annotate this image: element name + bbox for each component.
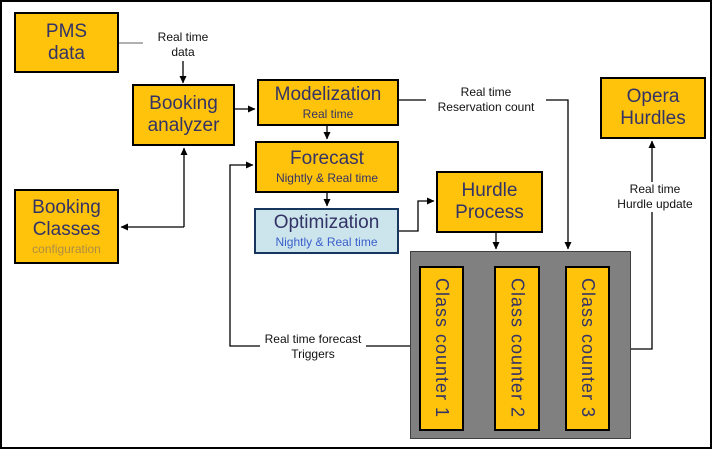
opera-hurdles-label-line2: Hurdles bbox=[620, 108, 686, 129]
label-reservation-count-line2: Reservation count bbox=[437, 100, 535, 114]
box-class-counter-3: Class counter 3 bbox=[565, 266, 610, 431]
box-class-counter-1: Class counter 1 bbox=[419, 266, 464, 431]
box-pms-data: PMS data bbox=[14, 12, 119, 73]
box-forecast: Forecast Nightly & Real time bbox=[255, 141, 399, 193]
arrow-optimization-to-hurdle-process bbox=[399, 197, 435, 232]
box-modelization: Modelization Real time bbox=[257, 79, 399, 126]
label-forecast-triggers-line1: Real time forecast bbox=[264, 332, 362, 346]
box-booking-classes: Booking Classes configuration bbox=[14, 189, 119, 264]
label-real-time-data-line1: Real time bbox=[157, 30, 209, 44]
box-optimization: Optimization Nightly & Real time bbox=[254, 208, 399, 254]
label-hurdle-update-line2: Hurdle update bbox=[617, 197, 693, 211]
modelization-subtitle: Real time bbox=[302, 106, 354, 121]
arrow-counters-to-opera-hurdles bbox=[631, 140, 656, 350]
booking-classes-subtitle: configuration bbox=[32, 241, 101, 256]
label-forecast-triggers: Real time forecast Triggers bbox=[260, 332, 366, 362]
hurdle-process-label-line2: Process bbox=[455, 202, 524, 223]
box-booking-analyzer: Booking analyzer bbox=[132, 84, 235, 146]
label-forecast-triggers-line2: Triggers bbox=[291, 347, 335, 361]
box-hurdle-process: Hurdle Process bbox=[436, 171, 543, 233]
booking-classes-label-line2: Classes bbox=[32, 218, 101, 240]
class-counter-2-label: Class counter 2 bbox=[507, 278, 528, 419]
label-hurdle-update-line1: Real time bbox=[629, 182, 681, 196]
opera-hurdles-label-line1: Opera bbox=[626, 86, 680, 108]
booking-analyzer-label-line2: analyzer bbox=[147, 115, 220, 136]
forecast-title: Forecast bbox=[290, 148, 364, 170]
label-reservation-count-line1: Real time bbox=[460, 85, 512, 99]
optimization-subtitle: Nightly & Real time bbox=[275, 235, 378, 250]
label-reservation-count: Real time Reservation count bbox=[426, 85, 546, 115]
pms-data-label-line2: data bbox=[48, 42, 85, 64]
label-real-time-data-line2: data bbox=[171, 45, 195, 59]
pms-data-label-line1: PMS bbox=[45, 20, 88, 42]
box-class-counter-2: Class counter 2 bbox=[494, 266, 540, 431]
label-real-time-data: Real time data bbox=[143, 30, 223, 60]
forecast-subtitle: Nightly & Real time bbox=[275, 171, 379, 186]
modelization-title: Modelization bbox=[274, 83, 382, 105]
booking-classes-label-line1: Booking bbox=[32, 196, 101, 218]
box-opera-hurdles: Opera Hurdles bbox=[600, 77, 706, 139]
label-hurdle-update: Real time Hurdle update bbox=[609, 182, 701, 212]
optimization-title: Optimization bbox=[273, 212, 380, 234]
booking-analyzer-label-line1: Booking bbox=[149, 93, 218, 115]
class-counter-3-label: Class counter 3 bbox=[578, 278, 598, 419]
class-counter-1-label: Class counter 1 bbox=[432, 278, 452, 419]
hurdle-process-label-line1: Hurdle bbox=[461, 180, 518, 202]
